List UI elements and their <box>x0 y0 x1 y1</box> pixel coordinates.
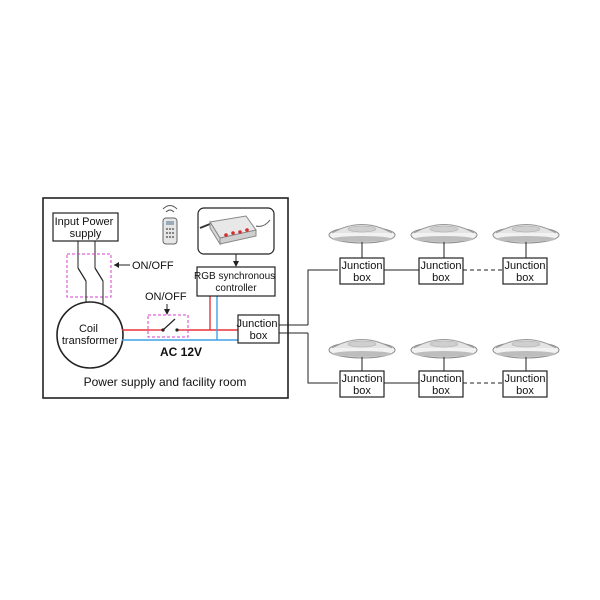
junction-box-remote <box>418 370 464 398</box>
junction-box-remote <box>339 370 385 398</box>
junction-box-remote <box>339 257 385 285</box>
remote-control-icon <box>162 205 178 245</box>
receiver-to-controller-arrow <box>233 254 239 267</box>
input-power-box <box>52 212 119 242</box>
pool-light-icon <box>410 224 478 244</box>
junction-box-remote <box>418 257 464 285</box>
rgb-controller-label: RGB synchronous controller <box>194 271 278 294</box>
junction-box-main-label: Junction box <box>236 318 280 342</box>
junction-box-remote <box>502 257 548 285</box>
junction-box-main <box>237 314 280 344</box>
on-off-arrow-lower <box>164 304 170 315</box>
feeder-lines <box>279 269 338 384</box>
pool-light-icon <box>492 224 560 244</box>
on-off-label-lower: ON/OFF <box>145 291 187 303</box>
coil-transformer <box>56 301 124 369</box>
on-off-arrow-upper <box>114 262 130 268</box>
hot-wire <box>122 296 240 331</box>
ac-voltage-label: AC 12V <box>160 345 202 359</box>
pool-light-icon <box>492 339 560 359</box>
on-off-label-upper: ON/OFF <box>132 260 174 272</box>
main-power-switch <box>66 253 112 298</box>
coil-transformer-label: Coil transformer <box>62 323 119 347</box>
input-power-label: Input Power supply <box>55 216 117 240</box>
junction-box-remote <box>502 370 548 398</box>
pool-light-icon <box>328 224 396 244</box>
rgb-controller-box <box>196 266 276 297</box>
facility-room-frame <box>42 197 289 399</box>
ac-switch <box>147 314 189 338</box>
neutral-wire <box>122 296 240 341</box>
pool-light-icon <box>410 339 478 359</box>
room-caption: Power supply and facility room <box>84 375 247 389</box>
pool-light-icon <box>328 339 396 359</box>
rgb-receiver-device-icon <box>199 215 271 246</box>
